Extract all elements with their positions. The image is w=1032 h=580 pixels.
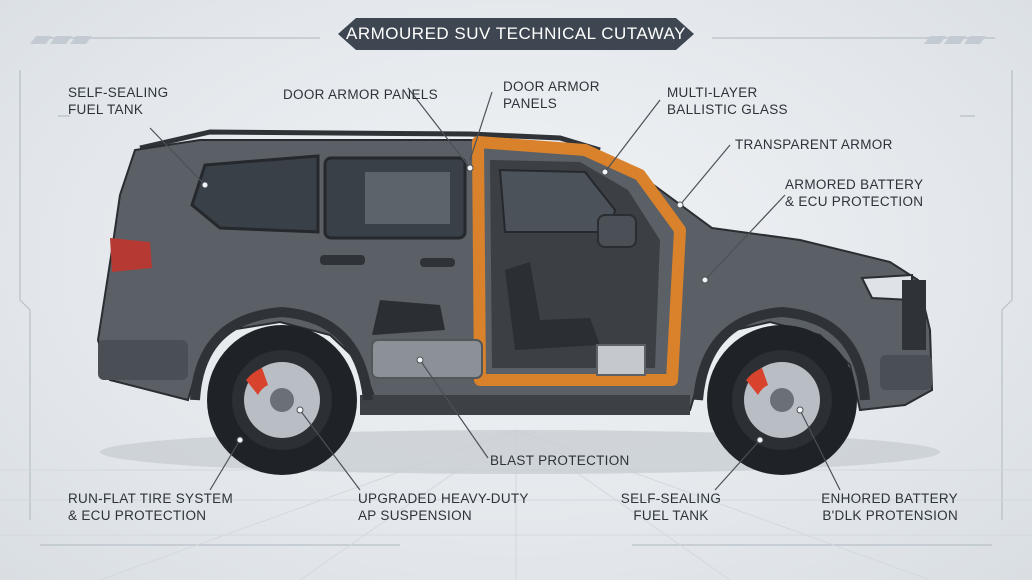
side-mirror [597, 214, 637, 248]
callout-multi-layer-ballistic-glass: MULTI-LAYER BALLISTIC GLASS [667, 85, 788, 117]
underfloor-tank [371, 339, 483, 379]
rear-bumper [98, 340, 188, 380]
leader-lines [149, 87, 841, 491]
diagram-title: ARMOURED SUV TECHNICAL CUTAWAY [338, 18, 694, 50]
callout-upgraded-heavy-duty-suspension: UPGRADED ΗEAVY-DUTY AP SUSPENSION [358, 491, 529, 523]
rear-wheel [207, 325, 357, 475]
callout-run-flat-tire-system: RUN-FLAT TIRE SYSTEM & ECU PROTECTION [68, 491, 234, 523]
callout-door-armor-panels-2: DOOR ARMOR PANELS [503, 79, 600, 111]
middle-window-inner [365, 172, 450, 224]
rear-wheel-arch [190, 306, 373, 401]
callout-door-armor-panels-1: DOOR ARMOR PANELS [283, 87, 438, 102]
callout-self-sealing-fuel-tank-bottom: SELF-SEALING FUEL TANK [620, 491, 722, 523]
mid-door-handle [420, 258, 455, 267]
rear-door-handle [320, 255, 365, 265]
rear-seat [372, 300, 445, 335]
tail-light [110, 238, 152, 272]
callout-enhored-battery: ENHORED BATTERY B'DLK PROTENSION [821, 491, 958, 523]
front-bumper [880, 355, 932, 390]
rocker-panel [360, 395, 690, 415]
roof-rail [139, 129, 601, 153]
front-wheel-arch [693, 306, 870, 401]
door-armor-frame [472, 136, 686, 386]
callout-armored-battery-ecu: ARMORED BATTERY & ECU PROTECTION [785, 177, 924, 209]
battery-box [596, 344, 646, 376]
rear-window [190, 154, 320, 234]
callout-transparent-armor: TRANSPARENT ARMOR [735, 137, 893, 152]
front-seat [505, 262, 600, 350]
grille [902, 280, 926, 350]
leader-dots [201, 164, 804, 444]
front-wheel [707, 325, 857, 475]
callout-self-sealing-fuel-tank-top: SELF-SEALING FUEL TANK [68, 85, 169, 117]
callout-blast-protection: BLAST PROTECTION [490, 453, 630, 468]
